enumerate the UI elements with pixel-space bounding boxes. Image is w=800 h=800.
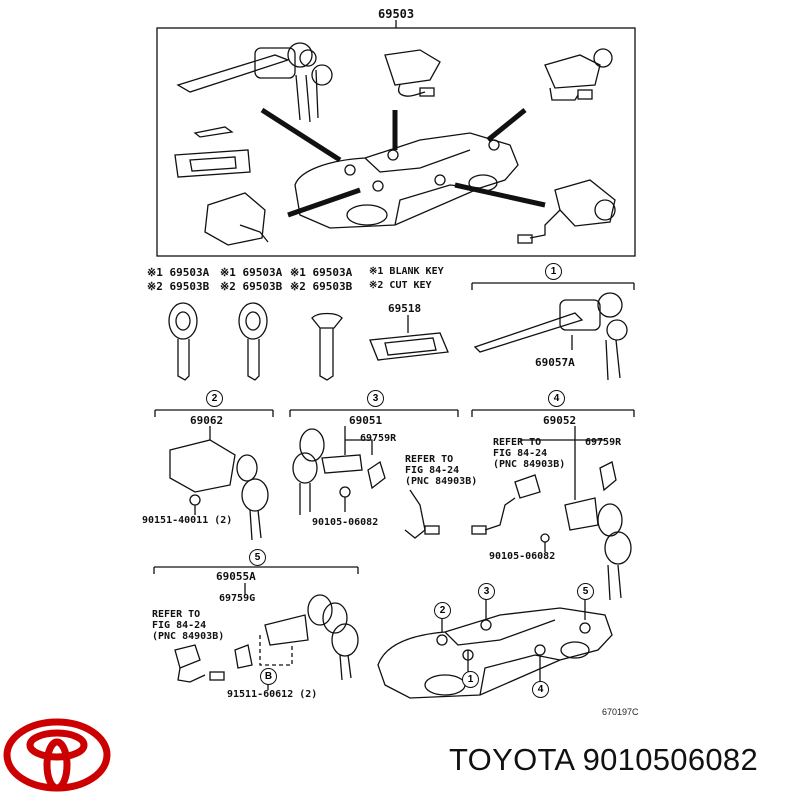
bolt-90105-label-3: 90105-06082 (312, 517, 379, 528)
toyota-logo (3, 718, 111, 792)
key-label-3b: ※2 69503B (290, 280, 353, 293)
section-number-2: 2 (206, 390, 223, 407)
part-69759r-label-4: 69759R (585, 437, 622, 448)
refer-4-line3: (PNC 84903B) (493, 459, 566, 470)
car-drawing-bottom (377, 607, 613, 699)
part-69055a-label: 69055A (216, 570, 256, 583)
key-blank-1 (168, 302, 198, 381)
car-callout-5: 5 (577, 583, 594, 600)
refer-5-line2: FIG 84-24 (152, 620, 207, 631)
trunk-lock-5-drawing (264, 614, 309, 646)
key-label-2b: ※2 69503B (220, 280, 283, 293)
blank-key-note: ※1 BLANK KEY (369, 266, 444, 277)
key-label-1a: ※1 69503A (147, 266, 210, 279)
key-pad-drawing (369, 332, 449, 361)
section-number-3: 3 (367, 390, 384, 407)
refer-4-line2: FIG 84-24 (493, 448, 548, 459)
refer-3-line3: (PNC 84903B) (405, 476, 478, 487)
car-callout-1: 1 (462, 671, 479, 688)
trunk-lock-drawing (544, 54, 601, 89)
glovebox-lock-2-drawing (169, 439, 236, 493)
part-number-top: 69503 (378, 7, 415, 21)
car-drawing-top (294, 132, 519, 229)
refer-5-line3: (PNC 84903B) (152, 631, 225, 642)
part-69051-label: 69051 (349, 414, 383, 427)
brand-part-number: TOYOTA 9010506082 (449, 742, 758, 777)
part-69057a-label: 69057A (535, 356, 575, 369)
door-lock-3-drawing (321, 454, 363, 474)
refer-4-line1: REFER TO (493, 437, 542, 448)
ignition-cylinder-drawing (176, 54, 290, 93)
key-blank-3 (311, 312, 343, 381)
refer-3-line2: FIG 84-24 (405, 465, 460, 476)
car-callout-4: 4 (532, 681, 549, 698)
bolt-90151-label: 90151-40011 (2) (142, 515, 233, 526)
part-69052-label: 69052 (543, 414, 577, 427)
key-label-1b: ※2 69503B (147, 280, 210, 293)
section-number-4: 4 (548, 390, 565, 407)
diagram-code: 670197C (602, 707, 639, 717)
key-label-2a: ※1 69503A (220, 266, 283, 279)
part-69759r-label-3: 69759R (360, 433, 397, 444)
refer-5-line1: REFER TO (152, 609, 201, 620)
door-lock-drawing (384, 49, 441, 86)
part-69062-label: 69062 (190, 414, 224, 427)
section-number-5: 5 (249, 549, 266, 566)
car-callout-2: 2 (434, 602, 451, 619)
key-pad-label: 69518 (388, 302, 422, 315)
key-label-3a: ※1 69503A (290, 266, 353, 279)
b-mark: B (260, 668, 277, 685)
car-callout-3: 3 (478, 583, 495, 600)
section-number-1: 1 (545, 263, 562, 280)
key-blank-2 (238, 302, 268, 381)
part-69759g-label: 69759G (219, 593, 256, 604)
bolt-91511-label: 91511-60612 (2) (227, 689, 318, 700)
cut-key-note: ※2 CUT KEY (369, 280, 432, 291)
glovebox-lock-drawing (204, 192, 266, 246)
door-lock-right-drawing (554, 179, 616, 227)
bolt-90105-label-4: 90105-06082 (489, 551, 556, 562)
refer-3-line1: REFER TO (405, 454, 454, 465)
door-lock-4-drawing (514, 474, 541, 499)
